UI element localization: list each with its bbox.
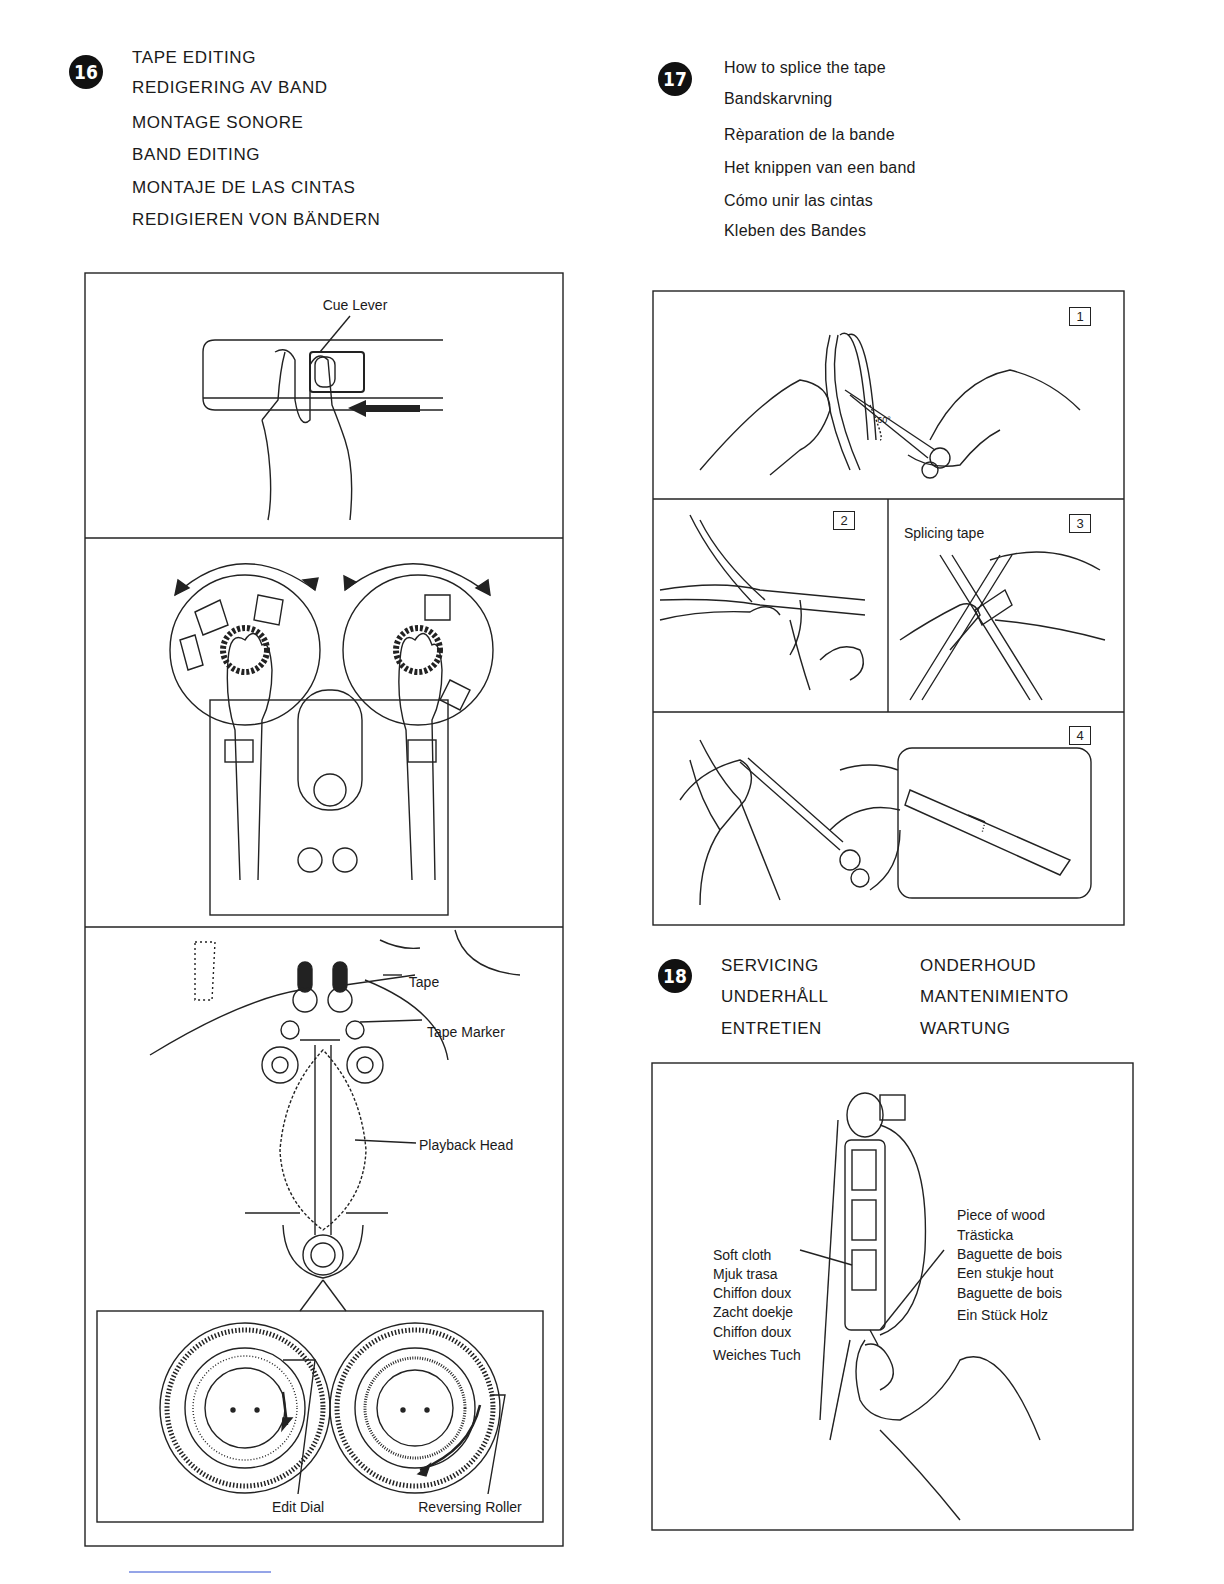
splice-figures bbox=[660, 333, 1105, 905]
panel-divider bbox=[887, 499, 888, 712]
text-label: REDIGERING AV BAND bbox=[132, 78, 328, 98]
text-label: ENTRETIEN bbox=[721, 1019, 822, 1039]
text-label: Kleben des Bandes bbox=[724, 222, 866, 240]
head-block-figure bbox=[97, 930, 543, 1522]
node-text: 1 bbox=[1076, 309, 1083, 324]
step-number-badge: 16 bbox=[69, 55, 103, 89]
text-label: MONTAJE DE LAS CINTAS bbox=[132, 178, 356, 198]
frame-number-box: 2 bbox=[833, 511, 855, 530]
text-label: Het knippen van een band bbox=[724, 159, 916, 177]
text-label: Trästicka bbox=[957, 1227, 1013, 1243]
text-label: REDIGIEREN VON BÄNDERN bbox=[132, 210, 380, 230]
text-label: Bandskarvning bbox=[724, 90, 832, 108]
text-label: Ein Stück Holz bbox=[957, 1307, 1048, 1323]
frame-number-box: 3 bbox=[1069, 514, 1091, 533]
text-label: Tape Marker bbox=[427, 1024, 505, 1040]
node-text: 4 bbox=[1076, 728, 1083, 743]
text-label: UNDERHÅLL bbox=[721, 987, 828, 1007]
node-text: 2 bbox=[840, 513, 847, 528]
text-label: Chiffon doux bbox=[713, 1285, 791, 1301]
text-label: How to splice the tape bbox=[724, 59, 886, 77]
text-label: SERVICING bbox=[721, 956, 819, 976]
text-label: MANTENIMIENTO bbox=[920, 987, 1069, 1007]
text-label: Baguette de bois bbox=[957, 1285, 1062, 1301]
panel-divider bbox=[85, 537, 563, 538]
frame-number-box: 1 bbox=[1069, 307, 1091, 326]
text-label: WARTUNG bbox=[920, 1019, 1010, 1039]
panel-frame bbox=[652, 1063, 1133, 1530]
text-label: 60° bbox=[877, 415, 891, 425]
text-label: Playback Head bbox=[419, 1137, 513, 1153]
text-label: Baguette de bois bbox=[957, 1246, 1062, 1262]
node-text: 18 bbox=[663, 965, 687, 987]
text-label: Weiches Tuch bbox=[713, 1347, 801, 1363]
text-label: Edit Dial bbox=[272, 1499, 324, 1515]
text-label: ONDERHOUD bbox=[920, 956, 1036, 976]
text-label: BAND EDITING bbox=[132, 145, 260, 165]
text-label: Soft cloth bbox=[713, 1247, 771, 1263]
text-label: TAPE EDITING bbox=[132, 48, 256, 68]
text-label: Een stukje hout bbox=[957, 1265, 1054, 1281]
text-label: Zacht doekje bbox=[713, 1304, 793, 1320]
footer-rule bbox=[129, 1572, 271, 1573]
node-text: 3 bbox=[1076, 516, 1083, 531]
text-label: Chiffon doux bbox=[713, 1324, 791, 1340]
panel-frame bbox=[653, 291, 1124, 925]
step-number-badge: 17 bbox=[658, 62, 692, 96]
node-text: 16 bbox=[74, 61, 98, 83]
head-cleaning-figure bbox=[800, 1093, 1040, 1520]
text-label: Rèparation de la bande bbox=[724, 126, 895, 144]
panel-frame bbox=[85, 273, 563, 1546]
step-number-badge: 18 bbox=[658, 959, 692, 993]
text-label: Cue Lever bbox=[323, 297, 388, 313]
panel-divider bbox=[85, 926, 563, 927]
text-label: Splicing tape bbox=[904, 525, 984, 541]
cue-lever-figure bbox=[203, 316, 443, 520]
node-text: 17 bbox=[663, 68, 687, 90]
text-label: Mjuk trasa bbox=[713, 1266, 778, 1282]
text-label: MONTAGE SONORE bbox=[132, 113, 304, 133]
reel-deck-figure bbox=[170, 564, 493, 915]
text-label: Cómo unir las cintas bbox=[724, 192, 873, 210]
text-label: Reversing Roller bbox=[418, 1499, 521, 1515]
text-label: Piece of wood bbox=[957, 1207, 1045, 1223]
text-label: Tape bbox=[409, 974, 439, 990]
frame-number-box: 4 bbox=[1069, 726, 1091, 745]
